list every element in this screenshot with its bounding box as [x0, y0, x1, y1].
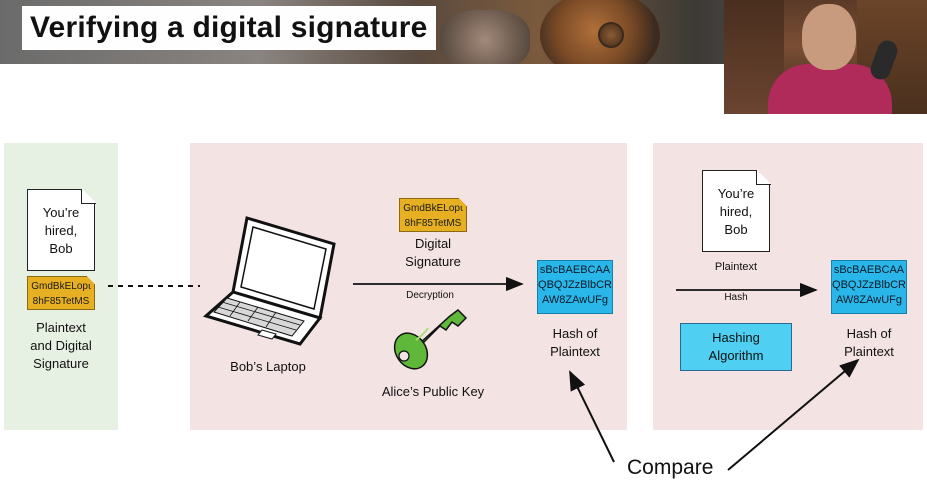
compare-arrow-right — [727, 358, 860, 471]
document-line: Bob — [724, 222, 748, 237]
plaintext-caption: Plaintext — [714, 261, 758, 273]
hash-line: QBQJZzBlbCR — [832, 279, 906, 291]
caption-line: Digital — [414, 236, 452, 251]
document-line: Bob — [49, 241, 73, 256]
algorithm-line: Hashing — [712, 330, 760, 345]
title-box: Verifying a digital signature — [22, 6, 436, 50]
laptop-icon — [202, 216, 336, 346]
document-line: hired, — [44, 223, 78, 238]
hash-line: AW8ZAwUFg — [541, 294, 608, 306]
hash-value-box: sBcBAEBCAA QBQJZzBlbCR AW8ZAwUFg — [831, 260, 907, 314]
caption-line: and Digital — [30, 338, 92, 353]
hash-line: AW8ZAwUFg — [835, 294, 902, 306]
caption-line: Hash of — [846, 326, 892, 341]
caption-line: Hash of — [552, 326, 598, 341]
signature-line: 8hF85TetMS — [404, 218, 462, 229]
document-line: You’re — [42, 205, 80, 220]
hash-caption: Hash of Plaintext — [525, 325, 625, 361]
caption-line: Signature — [405, 254, 461, 269]
caption-line: Plaintext — [36, 320, 86, 335]
banner-gear-image — [440, 10, 530, 64]
signature-line: GmdBkELopt — [31, 281, 91, 292]
presenter-head — [802, 4, 856, 70]
presenter-webcam — [724, 0, 927, 114]
signature-caption: Digital Signature — [378, 235, 488, 271]
decryption-arrow-label: Decryption — [406, 290, 454, 301]
public-key-label: Alice’s Public Key — [381, 384, 485, 399]
hash-line: sBcBAEBCAA — [833, 264, 905, 276]
hash-value-box: sBcBAEBCAA QBQJZzBlbCR AW8ZAwUFg — [537, 260, 613, 314]
document-line: hired, — [719, 204, 753, 219]
hash-line: QBQJZzBlbCR — [538, 279, 612, 291]
left-caption: Plaintext and Digital Signature — [4, 319, 118, 373]
caption-line: Signature — [33, 356, 89, 371]
hashing-algorithm-box: Hashing Algorithm — [680, 323, 792, 371]
key-icon — [393, 309, 468, 370]
plaintext-document-icon: You’re hired, Bob — [27, 188, 96, 271]
algorithm-line: Algorithm — [708, 348, 764, 363]
banner-bolt-image — [598, 22, 624, 48]
caption-line: Plaintext — [550, 344, 600, 359]
hash-arrow-label: Hash — [724, 292, 748, 303]
compare-arrow-left — [569, 370, 615, 463]
signature-line: 8hF85TetMS — [32, 296, 90, 307]
page-title: Verifying a digital signature — [30, 11, 428, 44]
signature-line: GmdBkELopt — [403, 203, 463, 214]
hash-line: sBcBAEBCAA — [539, 264, 611, 276]
document-line: You’re — [717, 186, 755, 201]
compare-label: Compare — [627, 456, 714, 479]
digital-signature-icon: GmdBkELopt 8hF85TetMS — [399, 198, 467, 232]
caption-line: Plaintext — [844, 344, 894, 359]
hash-caption: Hash of Plaintext — [819, 325, 919, 361]
laptop-label: Bob’s Laptop — [230, 359, 306, 374]
plaintext-document-icon: You’re hired, Bob — [702, 169, 771, 252]
digital-signature-icon: GmdBkELopt 8hF85TetMS — [27, 276, 95, 310]
